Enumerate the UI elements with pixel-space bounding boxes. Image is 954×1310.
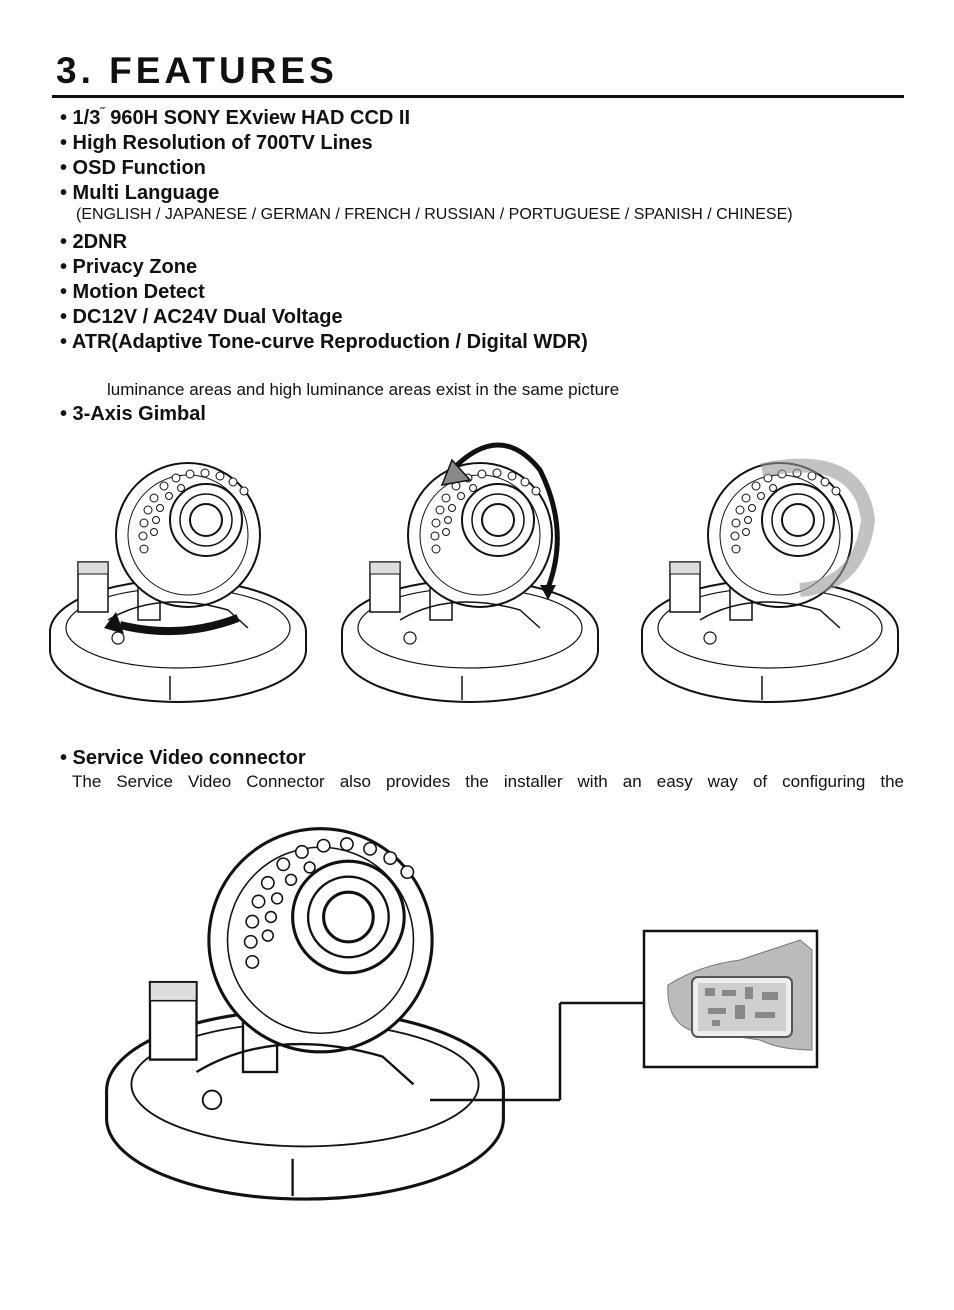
- feature-list: • 1/3˝ 960H SONY EXview HAD CCD II • Hig…: [60, 104, 920, 355]
- service-heading: • Service Video connector: [60, 747, 306, 769]
- language-list: (ENGLISH / JAPANESE / GERMAN / FRENCH / …: [76, 206, 793, 223]
- feature-2dnr: • 2DNR: [60, 231, 128, 253]
- title-rule: [52, 95, 904, 98]
- feature-dual-voltage: • DC12V / AC24V Dual Voltage: [60, 306, 343, 328]
- feature-ccd: • 1/3˝ 960H SONY EXview HAD CCD II: [60, 104, 411, 129]
- feature-privacy-zone: • Privacy Zone: [60, 256, 198, 278]
- feature-resolution: • High Resolution of 700TV Lines: [60, 132, 373, 154]
- camera-pan-illustration: [49, 462, 307, 703]
- handheld-monitor-illustration: [667, 939, 813, 1051]
- feature-language: • Multi Language: [60, 182, 220, 204]
- atr-note: luminance areas and high luminance areas…: [107, 380, 620, 399]
- feature-motion-detect: • Motion Detect: [60, 281, 205, 303]
- gimbal-heading: • 3-Axis Gimbal: [60, 403, 206, 425]
- service-camera-illustration: [105, 827, 505, 1201]
- feature-atr: • ATR(Adaptive Tone-curve Reproduction /…: [60, 331, 588, 353]
- feature-osd: • OSD Function: [60, 157, 206, 179]
- service-description: The Service Video Connector also provide…: [72, 772, 904, 791]
- page-title: 3. FEATURES: [56, 50, 338, 91]
- camera-tilt-illustration: [341, 462, 599, 703]
